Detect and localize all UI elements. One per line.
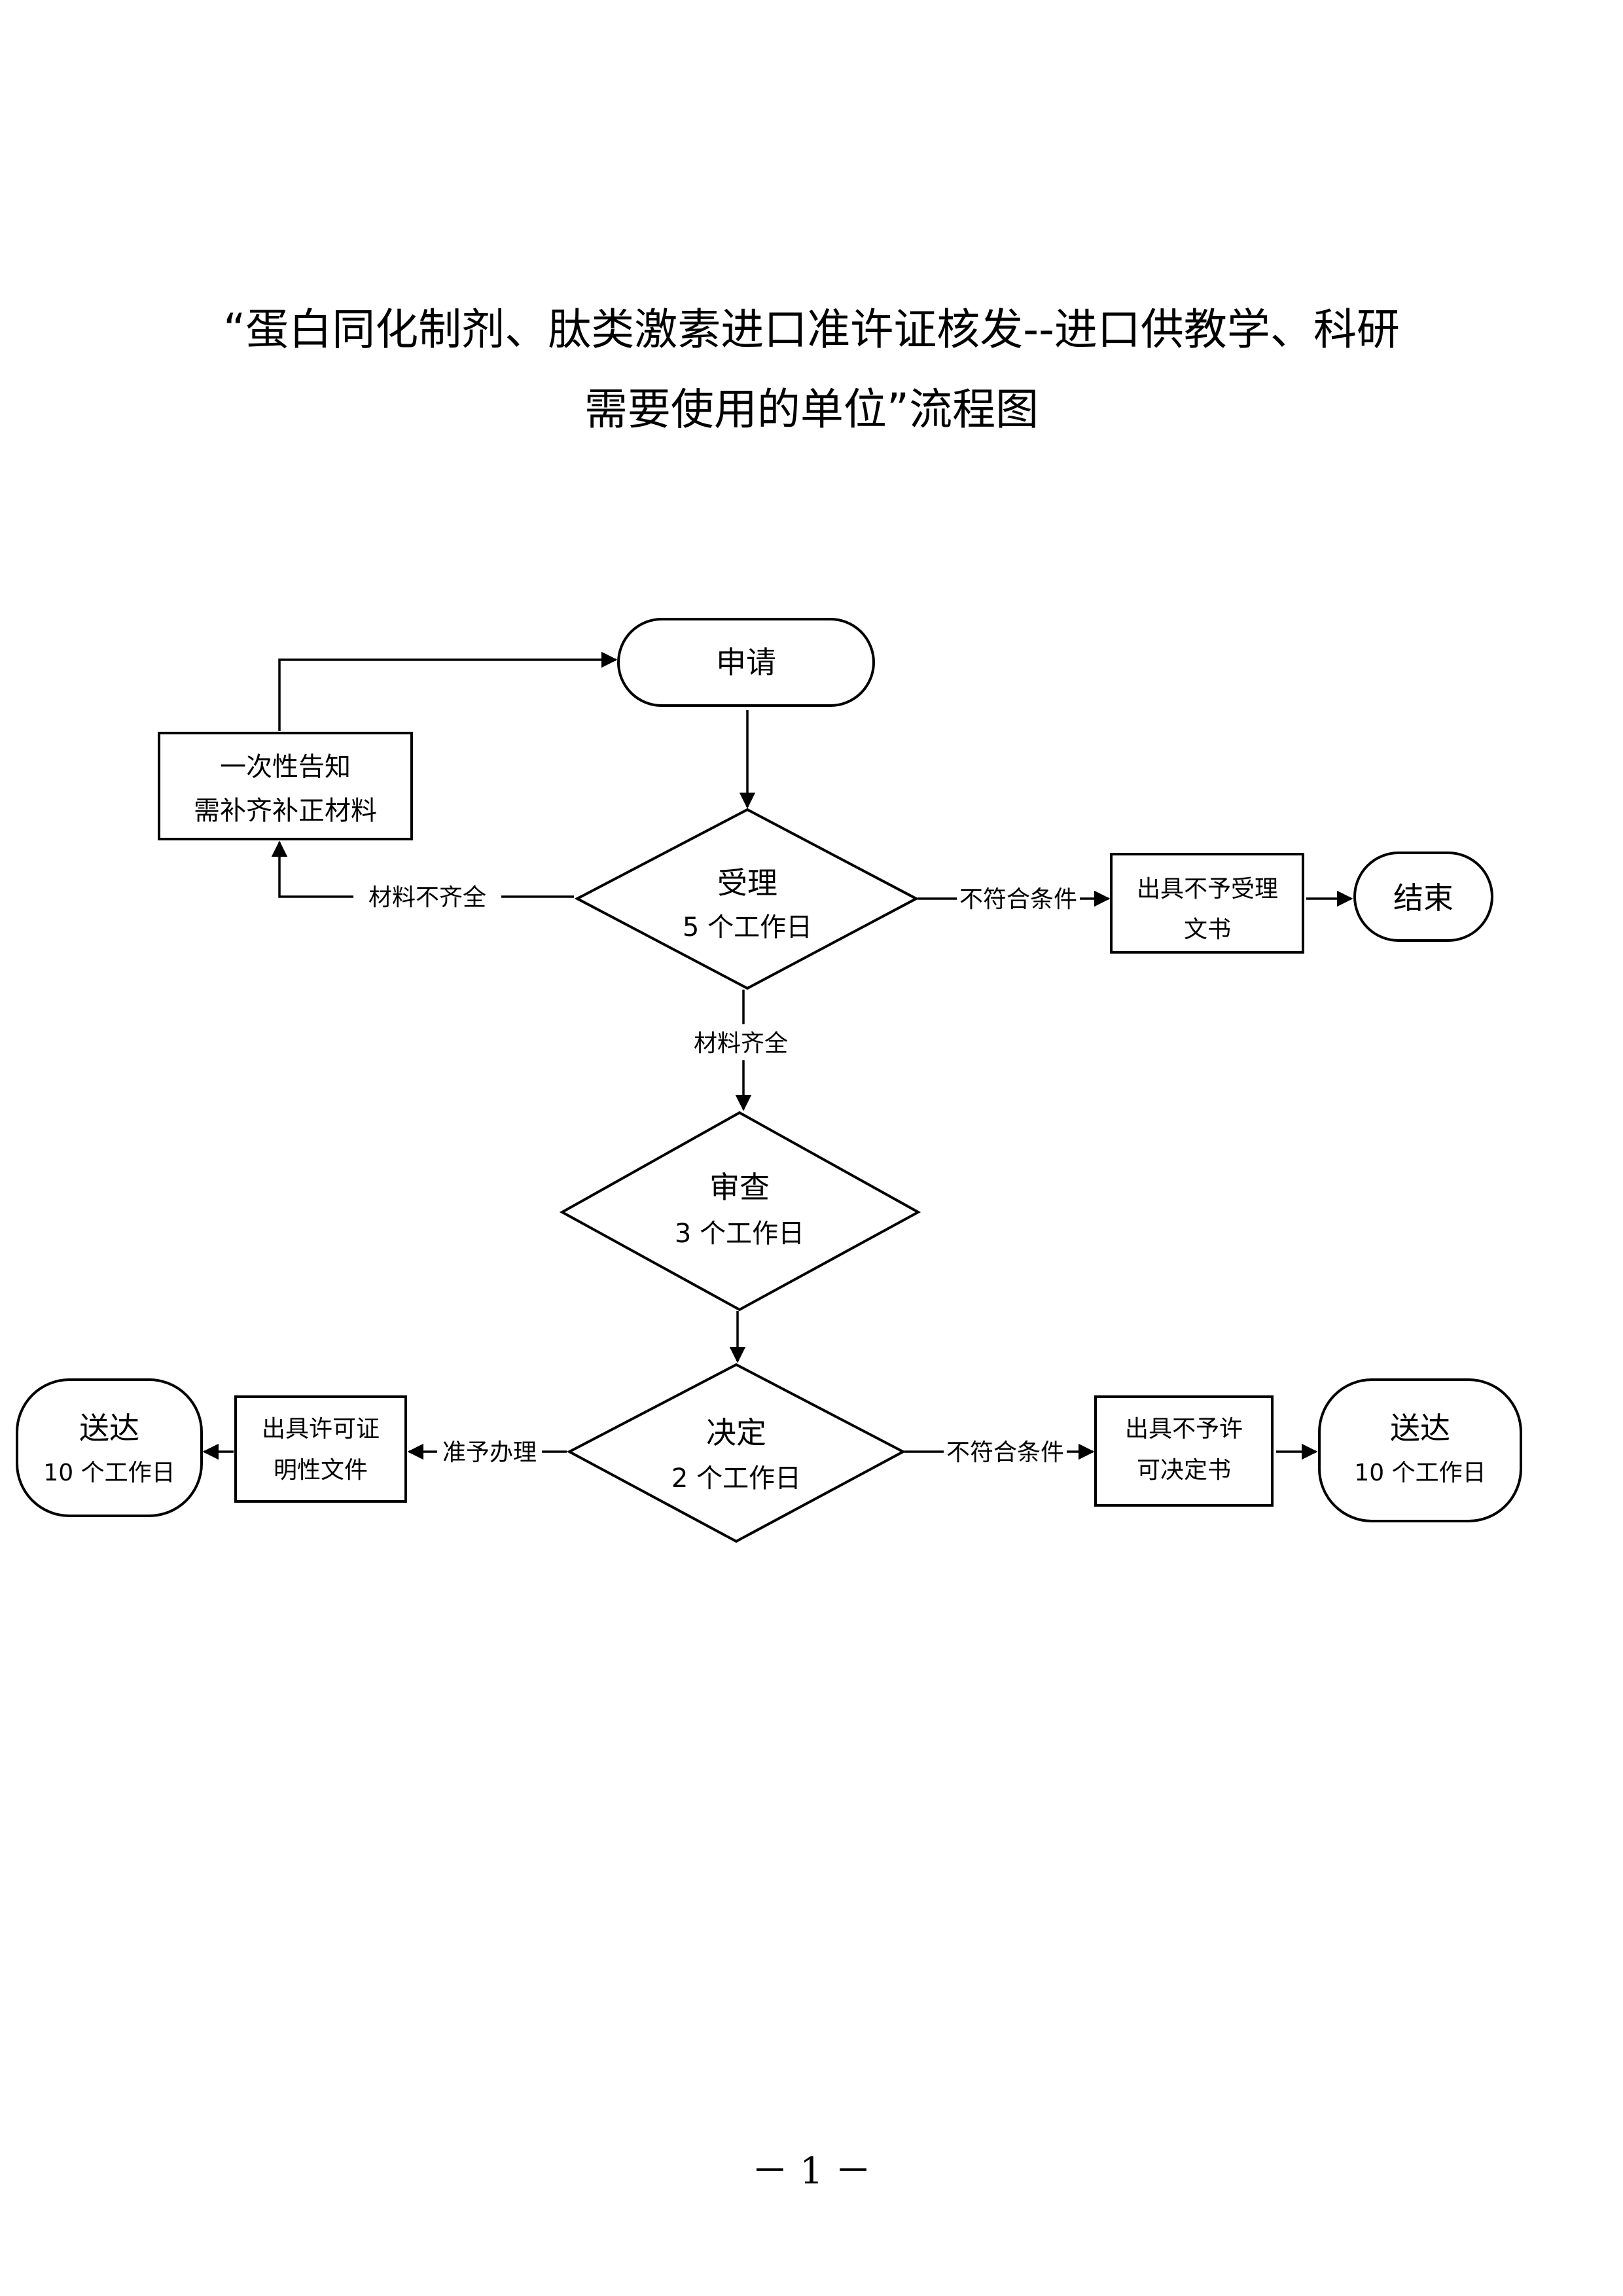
arrow-notify-to-apply (278, 651, 618, 731)
page-number: － 1 － (751, 2150, 872, 2193)
accept-days: 5 个工作日 (683, 912, 812, 942)
reject-doc-label-line-1: 出具不予受理 (1137, 876, 1278, 903)
accept-label: 受理 (717, 865, 777, 901)
accept-node (574, 808, 919, 990)
decide-days: 2 个工作日 (671, 1463, 801, 1494)
deny-doc-label-line-2: 可决定书 (1137, 1457, 1231, 1484)
deny-doc-node (1094, 1395, 1274, 1507)
arrow-incomplete-to-notify (271, 840, 353, 898)
permit-doc-node (234, 1395, 407, 1503)
deliver-right-days: 10 个工作日 (1354, 1460, 1486, 1486)
edge-approve-label: 准予办理 (442, 1439, 537, 1466)
permit-doc-label-line-2: 明性文件 (274, 1457, 368, 1484)
reject-doc-node (1110, 853, 1304, 954)
end-label: 结束 (1393, 880, 1454, 916)
review-node (559, 1111, 921, 1312)
decide-label: 决定 (706, 1415, 766, 1450)
deliver-left-node (16, 1378, 203, 1517)
edge-not-qualified-decide-label: 不符合条件 (946, 1439, 1064, 1466)
edge-complete-label: 材料齐全 (694, 1030, 788, 1057)
apply-node (617, 618, 875, 707)
decide-node (566, 1363, 906, 1543)
review-label: 审查 (709, 1170, 770, 1205)
deliver-right-label: 送达 (1390, 1410, 1450, 1446)
review-days: 3 个工作日 (675, 1219, 804, 1249)
end-node (1353, 852, 1493, 942)
edge-incomplete-label: 材料不齐全 (368, 884, 486, 911)
deny-doc-label-line-1: 出具不予许 (1125, 1416, 1243, 1443)
permit-doc-label-line-1: 出具许可证 (262, 1416, 380, 1443)
notify-label-line-2: 需补齐补正材料 (194, 796, 377, 826)
page-title-line-2: 需要使用的单位”流程图 (584, 384, 1039, 435)
deliver-left-days: 10 个工作日 (43, 1460, 175, 1486)
deliver-right-node (1318, 1378, 1522, 1522)
edge-not-qualified-accept-label: 不符合条件 (959, 886, 1077, 913)
reject-doc-label-line-2: 文书 (1184, 916, 1231, 943)
page-title-line-1: “蛋白同化制剂、肽类激素进口准许证核发--进口供教学、科研 (223, 304, 1400, 355)
deliver-left-label: 送达 (79, 1410, 139, 1446)
apply-label: 申请 (716, 645, 776, 680)
notify-label-line-1: 一次性告知 (220, 752, 351, 782)
notify-node (158, 732, 413, 840)
